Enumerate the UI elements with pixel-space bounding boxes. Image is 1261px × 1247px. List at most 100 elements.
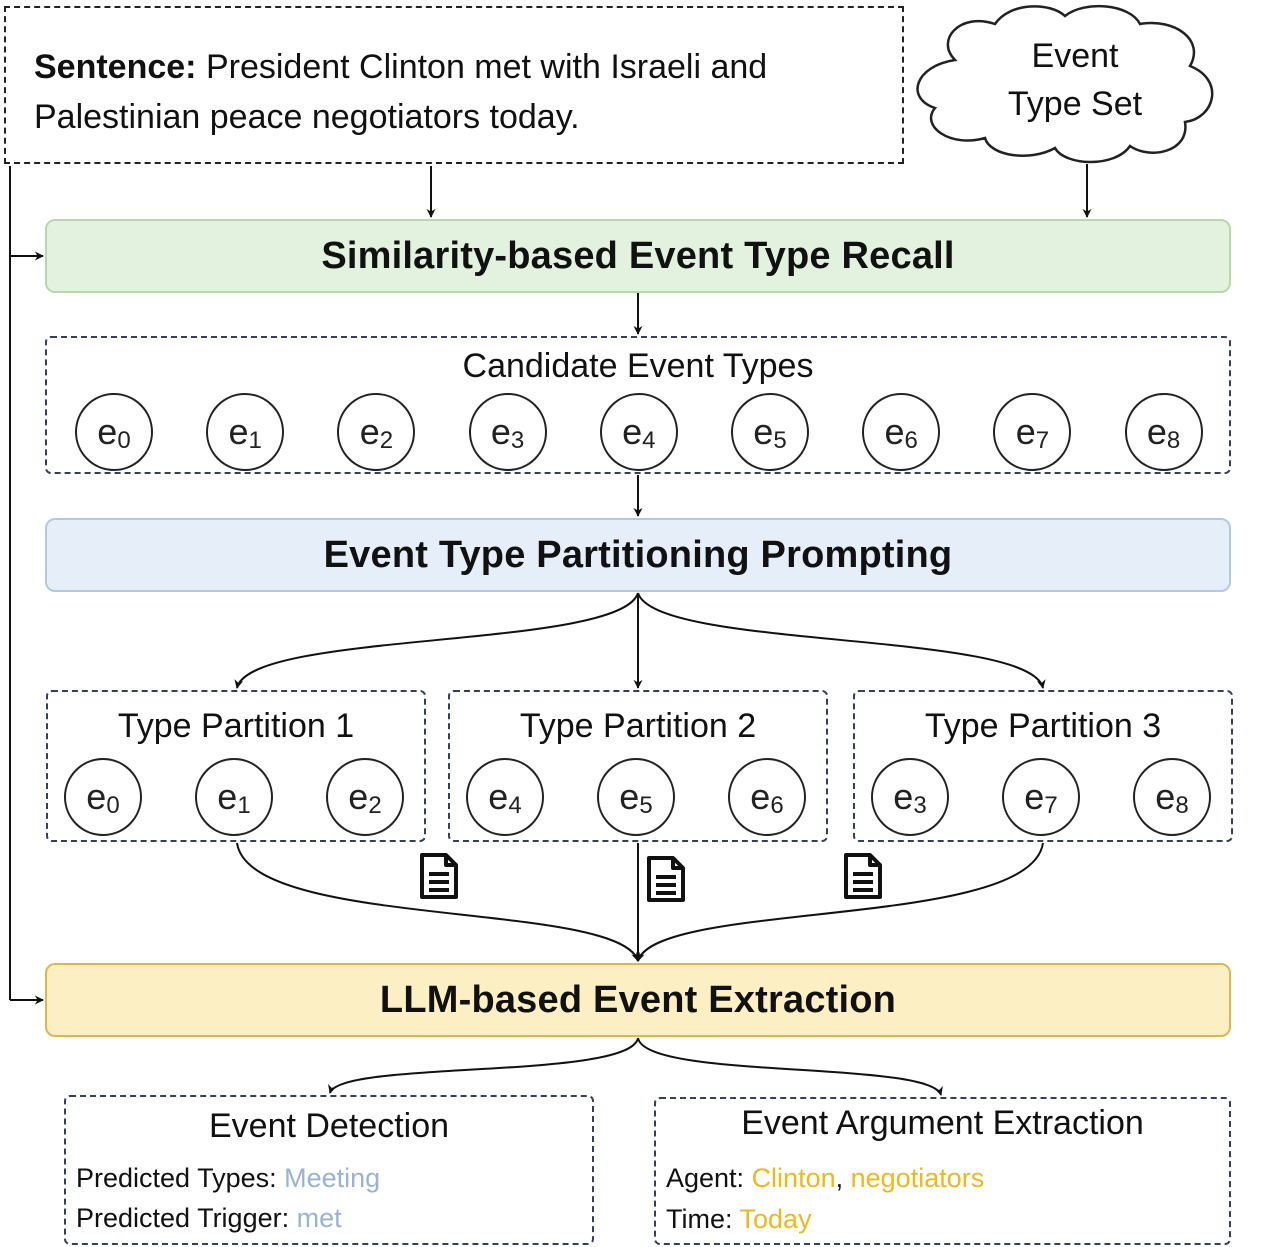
predicted-trigger-line: Predicted Trigger: met: [76, 1201, 342, 1235]
arrow-to-detection: [328, 1037, 639, 1094]
input-sentence-box: Sentence: President Clinton met with Isr…: [4, 6, 904, 164]
agent-line: Agent: Clinton, negotiators: [666, 1161, 984, 1195]
event-type-set-line2: Type Set: [1007, 85, 1143, 123]
agent-separator: ,: [835, 1163, 851, 1193]
event-type-base: e: [619, 776, 640, 817]
sentence-label: Sentence:: [34, 48, 197, 86]
event-type-base: e: [348, 776, 369, 817]
time-line: Time: Today: [666, 1202, 812, 1236]
event-type-index: 0: [117, 427, 131, 454]
event-type-index: 5: [773, 427, 787, 454]
event-type-index: 6: [770, 792, 784, 819]
event-type-base: e: [359, 411, 380, 452]
event-type-base: e: [490, 411, 511, 452]
event-type-index: 8: [1175, 792, 1189, 819]
event-type-index: 7: [1044, 792, 1058, 819]
event-type-base: e: [893, 776, 914, 817]
agent-value-clinton: Clinton: [751, 1163, 836, 1193]
event-type-base: e: [1024, 776, 1045, 817]
event-argument-title: Event Argument Extraction: [741, 1104, 1144, 1142]
cloud-icon: [916, 4, 1214, 164]
event-detection-box: Event Detection Predicted Types: Meeting…: [64, 1095, 594, 1245]
arrow-to-partition-3: [637, 592, 1046, 689]
event-detection-title: Event Detection: [208, 1107, 450, 1145]
predicted-types-label: Predicted Types:: [76, 1163, 285, 1193]
event-argument-extraction-box: Event Argument Extraction Agent: Clinton…: [654, 1097, 1231, 1245]
partition-title: Type Partition 2: [519, 707, 757, 745]
partitioning-prompting-stage: Event Type Partitioning Prompting: [45, 518, 1231, 592]
time-value: Today: [739, 1204, 812, 1234]
event-type-base: e: [1146, 411, 1167, 452]
agent-value-negotiators: negotiators: [850, 1163, 985, 1193]
event-type-index: 1: [248, 427, 262, 454]
agent-label: Agent:: [666, 1163, 752, 1193]
document-icon: [647, 856, 685, 902]
event-type-base: e: [750, 776, 771, 817]
event-type-base: e: [753, 411, 774, 452]
event-type-base: e: [1155, 776, 1176, 817]
event-type-index: 3: [913, 792, 927, 819]
event-type-index: 4: [508, 792, 522, 819]
predicted-types-value: Meeting: [284, 1163, 381, 1193]
event-type-base: e: [86, 776, 107, 817]
event-type-base: e: [97, 411, 118, 452]
event-type-base: e: [1015, 411, 1036, 452]
event-type-set: Event Type Set: [990, 32, 1160, 128]
predicted-types-line: Predicted Types: Meeting: [76, 1161, 380, 1195]
document-icon: [420, 853, 458, 899]
time-label: Time:: [666, 1204, 740, 1234]
event-type-index: 0: [106, 792, 120, 819]
arrow-to-partition-1: [234, 592, 639, 689]
event-type-index: 2: [379, 427, 394, 454]
sentence-text: President Clinton met with Israeli and P…: [34, 48, 768, 136]
event-type-base: e: [228, 411, 249, 452]
event-type-index: 8: [1166, 427, 1181, 454]
document-icon: [844, 853, 882, 899]
event-type-index: 1: [237, 792, 251, 819]
arrow-to-arguments: [637, 1037, 943, 1096]
event-type-index: 4: [642, 427, 656, 454]
similarity-recall-stage: Similarity-based Event Type Recall: [45, 219, 1231, 293]
partition-title: Type Partition 3: [924, 707, 1162, 745]
event-type-base: e: [884, 411, 905, 452]
predicted-trigger-value: met: [296, 1203, 342, 1233]
predicted-trigger-label: Predicted Trigger:: [76, 1203, 297, 1233]
event-type-index: 7: [1035, 427, 1050, 454]
partition-title: Type Partition 1: [117, 707, 355, 745]
arrow-partition-3-to-extraction: [636, 842, 1044, 962]
arrow-partition-1-to-extraction: [236, 842, 640, 962]
event-type-index: 6: [904, 427, 918, 454]
event-type-base: e: [217, 776, 238, 817]
event-type-index: 3: [510, 427, 525, 454]
candidates-title: Candidate Event Types: [462, 347, 814, 385]
event-type-base: e: [622, 411, 643, 452]
event-type-index: 5: [639, 792, 653, 819]
event-type-base: e: [488, 776, 509, 817]
llm-extraction-stage: LLM-based Event Extraction: [45, 963, 1231, 1037]
event-type-set-line1: Event: [1031, 37, 1119, 75]
event-type-index: 2: [368, 792, 382, 819]
